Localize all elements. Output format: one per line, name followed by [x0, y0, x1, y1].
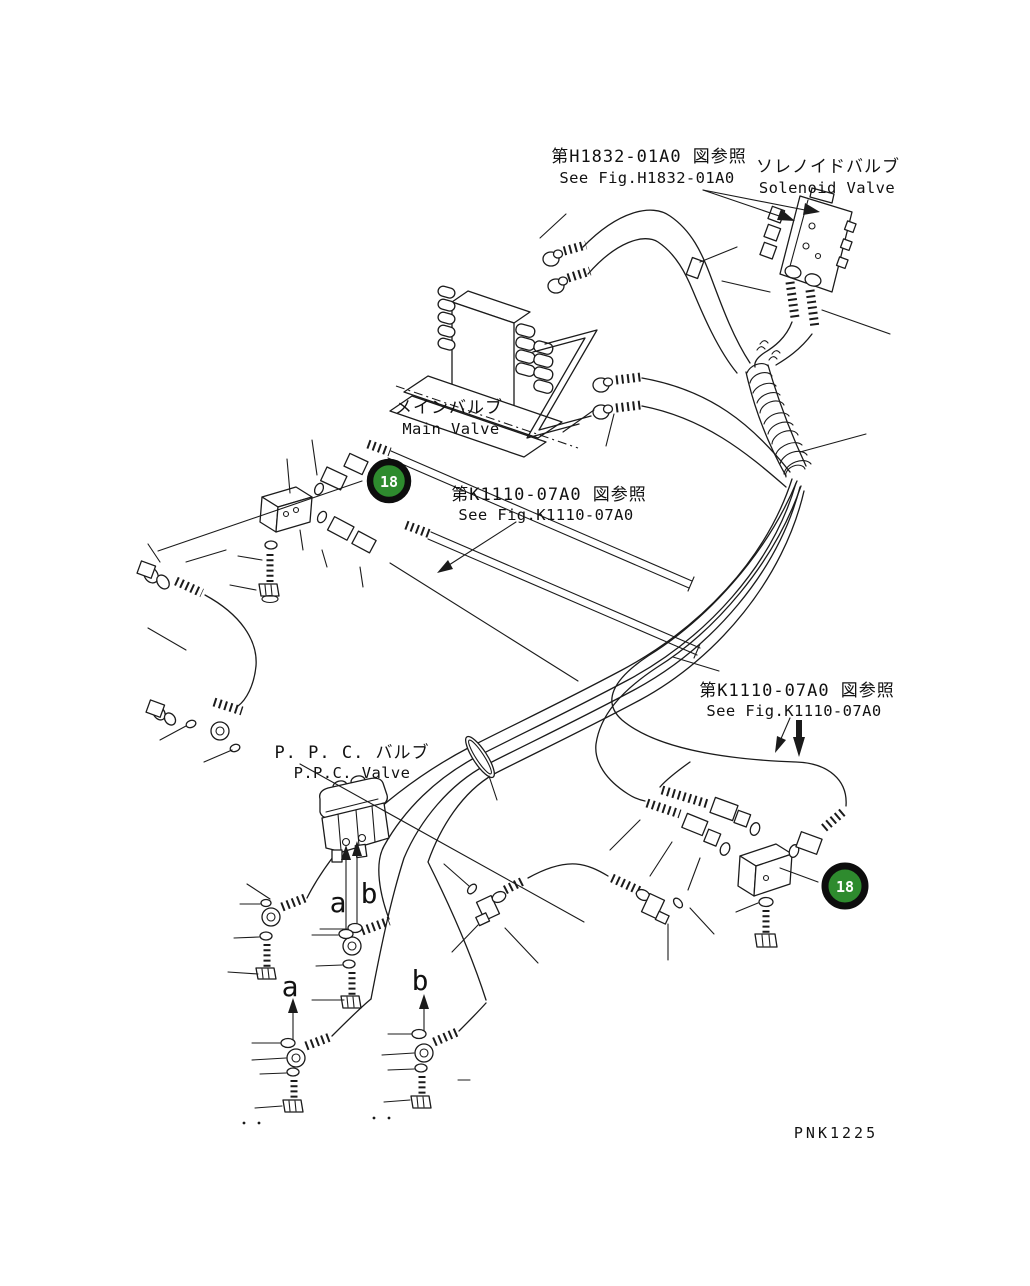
badge-number: 18 [836, 878, 854, 896]
badge-circle [366, 458, 412, 504]
solenoid-valve-label-jp: ソレノイドバルブ [756, 156, 900, 177]
rod-end-fittings [242, 893, 471, 1125]
port-label-a-upper: a [330, 886, 347, 919]
port-b-lower-arrowhead [419, 994, 429, 1009]
reference-arrows [288, 189, 820, 1041]
port-label-b-upper: b [361, 877, 378, 910]
ref-top-arrow-line-1 [702, 189, 789, 220]
ref-top-arrowhead-2 [803, 203, 820, 215]
solenoid-valve-label-en: Solenoid Valve [759, 179, 895, 197]
part-badge-18-left[interactable]: 18 [366, 458, 412, 504]
bundle-clamp [465, 735, 495, 779]
port-b-upper-arrowhead [352, 841, 362, 856]
ref-right-arrowhead-1 [775, 736, 786, 753]
hose-lines [204, 209, 847, 1037]
ref-center-arrow-line [448, 521, 517, 566]
ref-right-arrow-line-1 [779, 717, 791, 742]
text-labels: 第H1832-01A0 図参照 See Fig.H1832-01A0 ソレノイド… [274, 147, 900, 1142]
main-valve-label-jp: メインバルブ [395, 397, 503, 418]
ref-top-arrow-line-2 [702, 189, 811, 212]
spiral-hose-wrap [745, 363, 812, 478]
top-hose-fittings [542, 240, 705, 420]
ppc-valve-label-jp: P. P. C. バルブ [274, 742, 429, 763]
port-a-lower-arrowhead [288, 998, 298, 1013]
ref-center-arrowhead [437, 560, 453, 573]
ref-right-label-jp: 第K1110-07A0 図参照 [699, 681, 895, 701]
ref-top-label-en: See Fig.H1832-01A0 [559, 169, 734, 187]
leader-lines [147, 213, 891, 1109]
ref-right-label-en: See Fig.K1110-07A0 [706, 702, 881, 720]
ref-right-arrowhead-2 [793, 720, 805, 757]
main-valve-drawing [389, 285, 598, 458]
right-manifold-group [466, 785, 847, 948]
ref-center-label-en: See Fig.K1110-07A0 [458, 506, 633, 524]
hose-clamp [685, 256, 705, 280]
port-label-a-lower: a [282, 970, 299, 1003]
badge-circle [821, 862, 869, 910]
ppc-valve-label-en: P.P.C. Valve [294, 764, 411, 782]
main-valve-label-en: Main Valve [402, 420, 499, 438]
drawing-number: PNK1225 [794, 1124, 878, 1142]
badge-number: 18 [380, 473, 398, 491]
port-label-b-lower: b [412, 964, 429, 997]
ref-top-label-jp: 第H1832-01A0 図参照 [551, 147, 747, 167]
left-manifold-group [258, 439, 432, 604]
ppc-valve-drawing [319, 775, 390, 863]
port-a-upper-arrowhead [341, 845, 351, 860]
ref-top-arrowhead-1 [777, 209, 795, 221]
part-badge-18-right[interactable]: 18 [821, 862, 869, 910]
left-side-fittings [136, 560, 244, 753]
ref-center-label-jp: 第K1110-07A0 図参照 [451, 485, 647, 505]
